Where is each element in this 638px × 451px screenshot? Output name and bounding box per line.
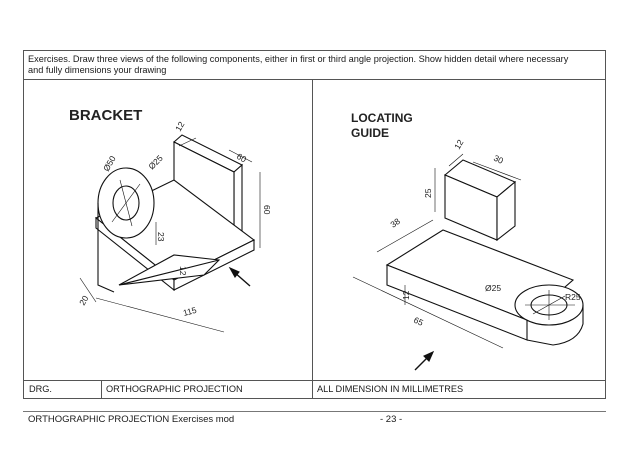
drawing-title: ORTHOGRAPHIC PROJECTION — [106, 384, 243, 394]
guide-dim-38: 38 — [388, 216, 402, 230]
bracket-dim-height: 60 — [262, 205, 272, 215]
guide-title-line-1: LOCATING — [351, 111, 413, 125]
guide-title-line-2: GUIDE — [351, 126, 389, 140]
instructions-line-1: Exercises. Draw three views of the follo… — [28, 54, 569, 64]
bracket-dim-rib: 12 — [178, 266, 188, 276]
bracket-dim-hole: Ø25 — [146, 153, 165, 172]
guide-dim-25: 25 — [423, 188, 433, 198]
guide-dim-hole: Ø25 — [485, 283, 501, 293]
units-note: ALL DIMENSION IN MILLIMETRES — [317, 384, 464, 394]
guide-dim-30: 30 — [492, 153, 505, 166]
locating-guide-drawing: LOCATING GUIDE 12 30 25 38 12 65 Ø25 R25 — [351, 111, 584, 371]
title-block-separator — [312, 381, 313, 398]
bracket-dim-length: 115 — [182, 305, 198, 318]
bracket-dim-20: 20 — [77, 294, 91, 307]
title-block-separator — [101, 381, 102, 398]
bracket-dim-12: 12 — [173, 120, 187, 133]
footer-document-title: ORTHOGRAPHIC PROJECTION Exercises mod — [28, 414, 235, 425]
bracket-title: BRACKET — [69, 107, 142, 124]
instructions-line-2: and fully dimensions your drawing — [28, 65, 167, 75]
footer-page-number: - 23 - — [380, 414, 403, 425]
drg-label: DRG. — [29, 384, 52, 394]
bracket-drawing: BRACKET 12 60 60 Ø25 Ø50 23 12 115 20 — [69, 107, 272, 333]
drawing-divider — [312, 80, 313, 382]
instructions-text: Exercises. Draw three views of the follo… — [24, 51, 605, 80]
guide-dim-12-top: 12 — [452, 138, 466, 151]
drawings-area: BRACKET 12 60 60 Ø25 Ø50 23 12 115 20 — [24, 80, 605, 382]
bracket-dim-23: 23 — [156, 232, 166, 242]
footer-rule — [23, 411, 606, 412]
title-block: DRG. ORTHOGRAPHIC PROJECTION ALL DIMENSI… — [24, 380, 605, 398]
exercise-sheet: Exercises. Draw three views of the follo… — [23, 50, 606, 399]
guide-dim-12-base: 12 — [401, 290, 411, 300]
guide-dim-radius: R25 — [565, 292, 581, 302]
bracket-dim-width: 60 — [235, 151, 248, 165]
guide-dim-65: 65 — [412, 315, 425, 328]
